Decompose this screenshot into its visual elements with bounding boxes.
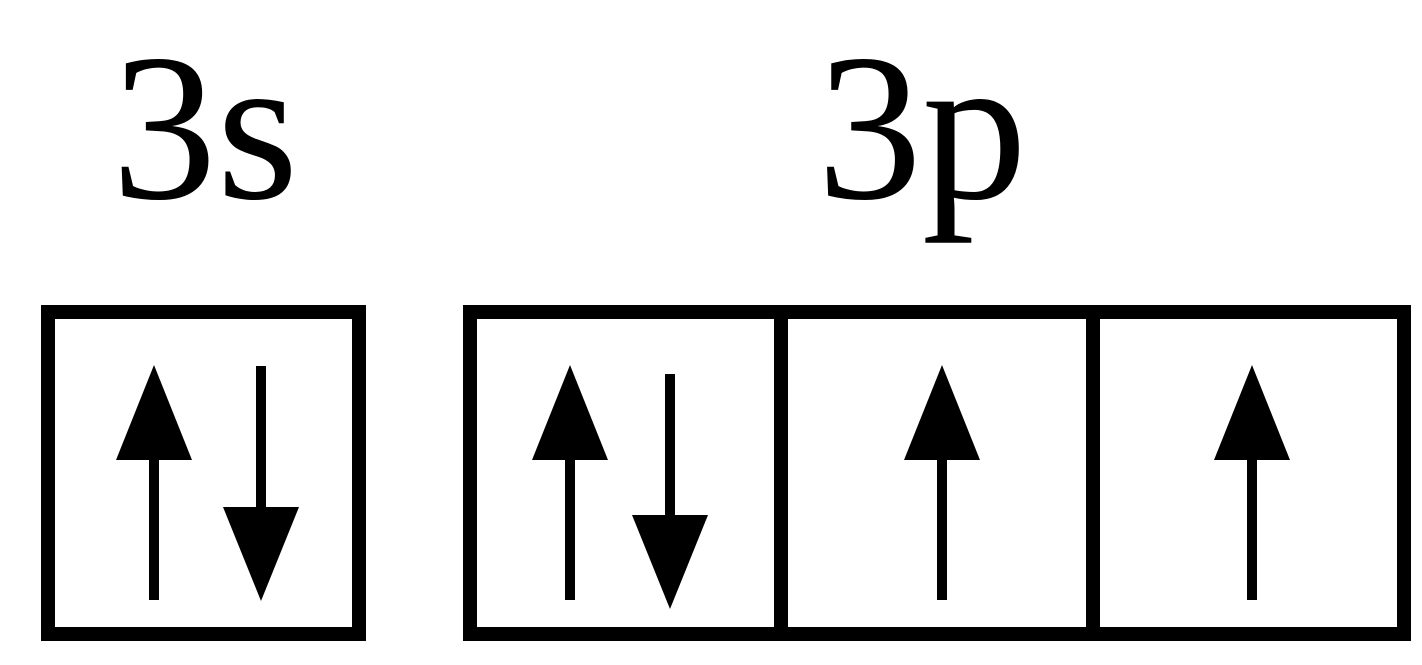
electron-spin-up-arrow xyxy=(904,365,980,600)
electron-spin-down-arrow xyxy=(223,366,299,601)
subshell-label-3p: 3p xyxy=(817,12,1027,244)
orbital-box-3p-outline xyxy=(463,305,1411,641)
orbital-box-3s xyxy=(41,305,366,641)
electron-spin-up-arrow xyxy=(116,365,192,600)
orbital-group-3p xyxy=(463,305,1411,641)
electron-spin-down-arrow xyxy=(632,374,708,609)
electron-spin-up-arrow xyxy=(1214,365,1290,600)
subshell-label-3s: 3s xyxy=(112,12,299,244)
electron-spin-up-arrow xyxy=(532,365,608,600)
